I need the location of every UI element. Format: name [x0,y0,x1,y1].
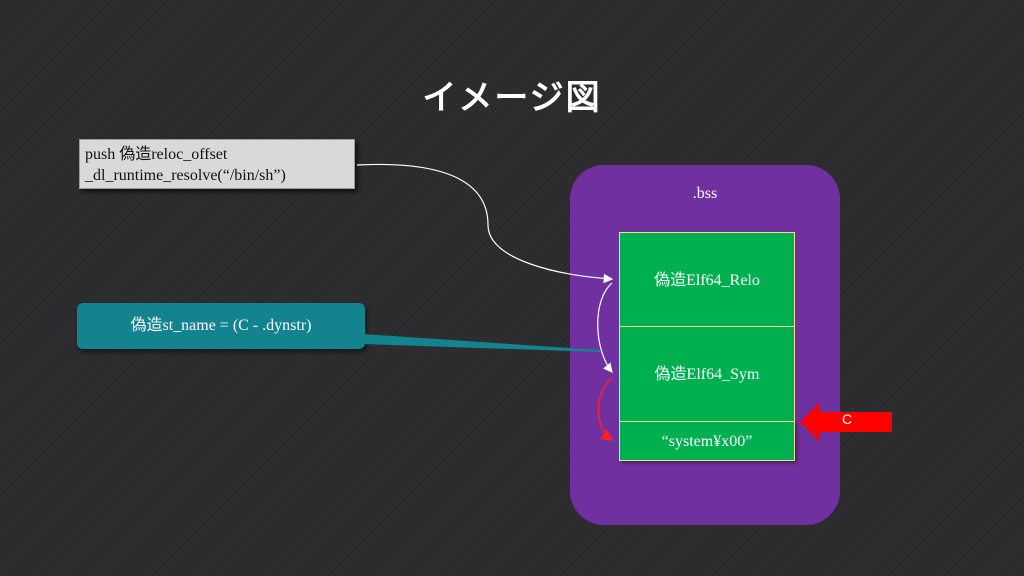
c-pointer-label: C [841,411,853,427]
bss-region: .bss 偽造Elf64_Relo 偽造Elf64_Sym “system¥x0… [570,165,840,525]
page-title: イメージ図 [422,78,602,118]
system-string-cell: “system¥x00” [619,421,795,461]
c-pointer-arrow [800,402,892,442]
note-line-1: push 偽造reloc_offset [85,146,228,163]
st-name-box: 偽造st_name = (C - .dynstr) [77,303,365,349]
fake-elf64-sym-cell: 偽造Elf64_Sym [619,326,795,422]
fake-elf64-relo-cell: 偽造Elf64_Relo [619,232,795,327]
relo-to-sym-arrow [597,282,613,373]
sym-to-string-arrow [597,377,614,441]
note-line-2: _dl_runtime_resolve(“/bin/sh”) [85,167,286,184]
call-note-box: push 偽造reloc_offset _dl_runtime_resolve(… [79,139,355,189]
note-to-relo-arrow [356,163,614,284]
st-name-connector [362,334,600,352]
bss-label: .bss [692,185,718,202]
